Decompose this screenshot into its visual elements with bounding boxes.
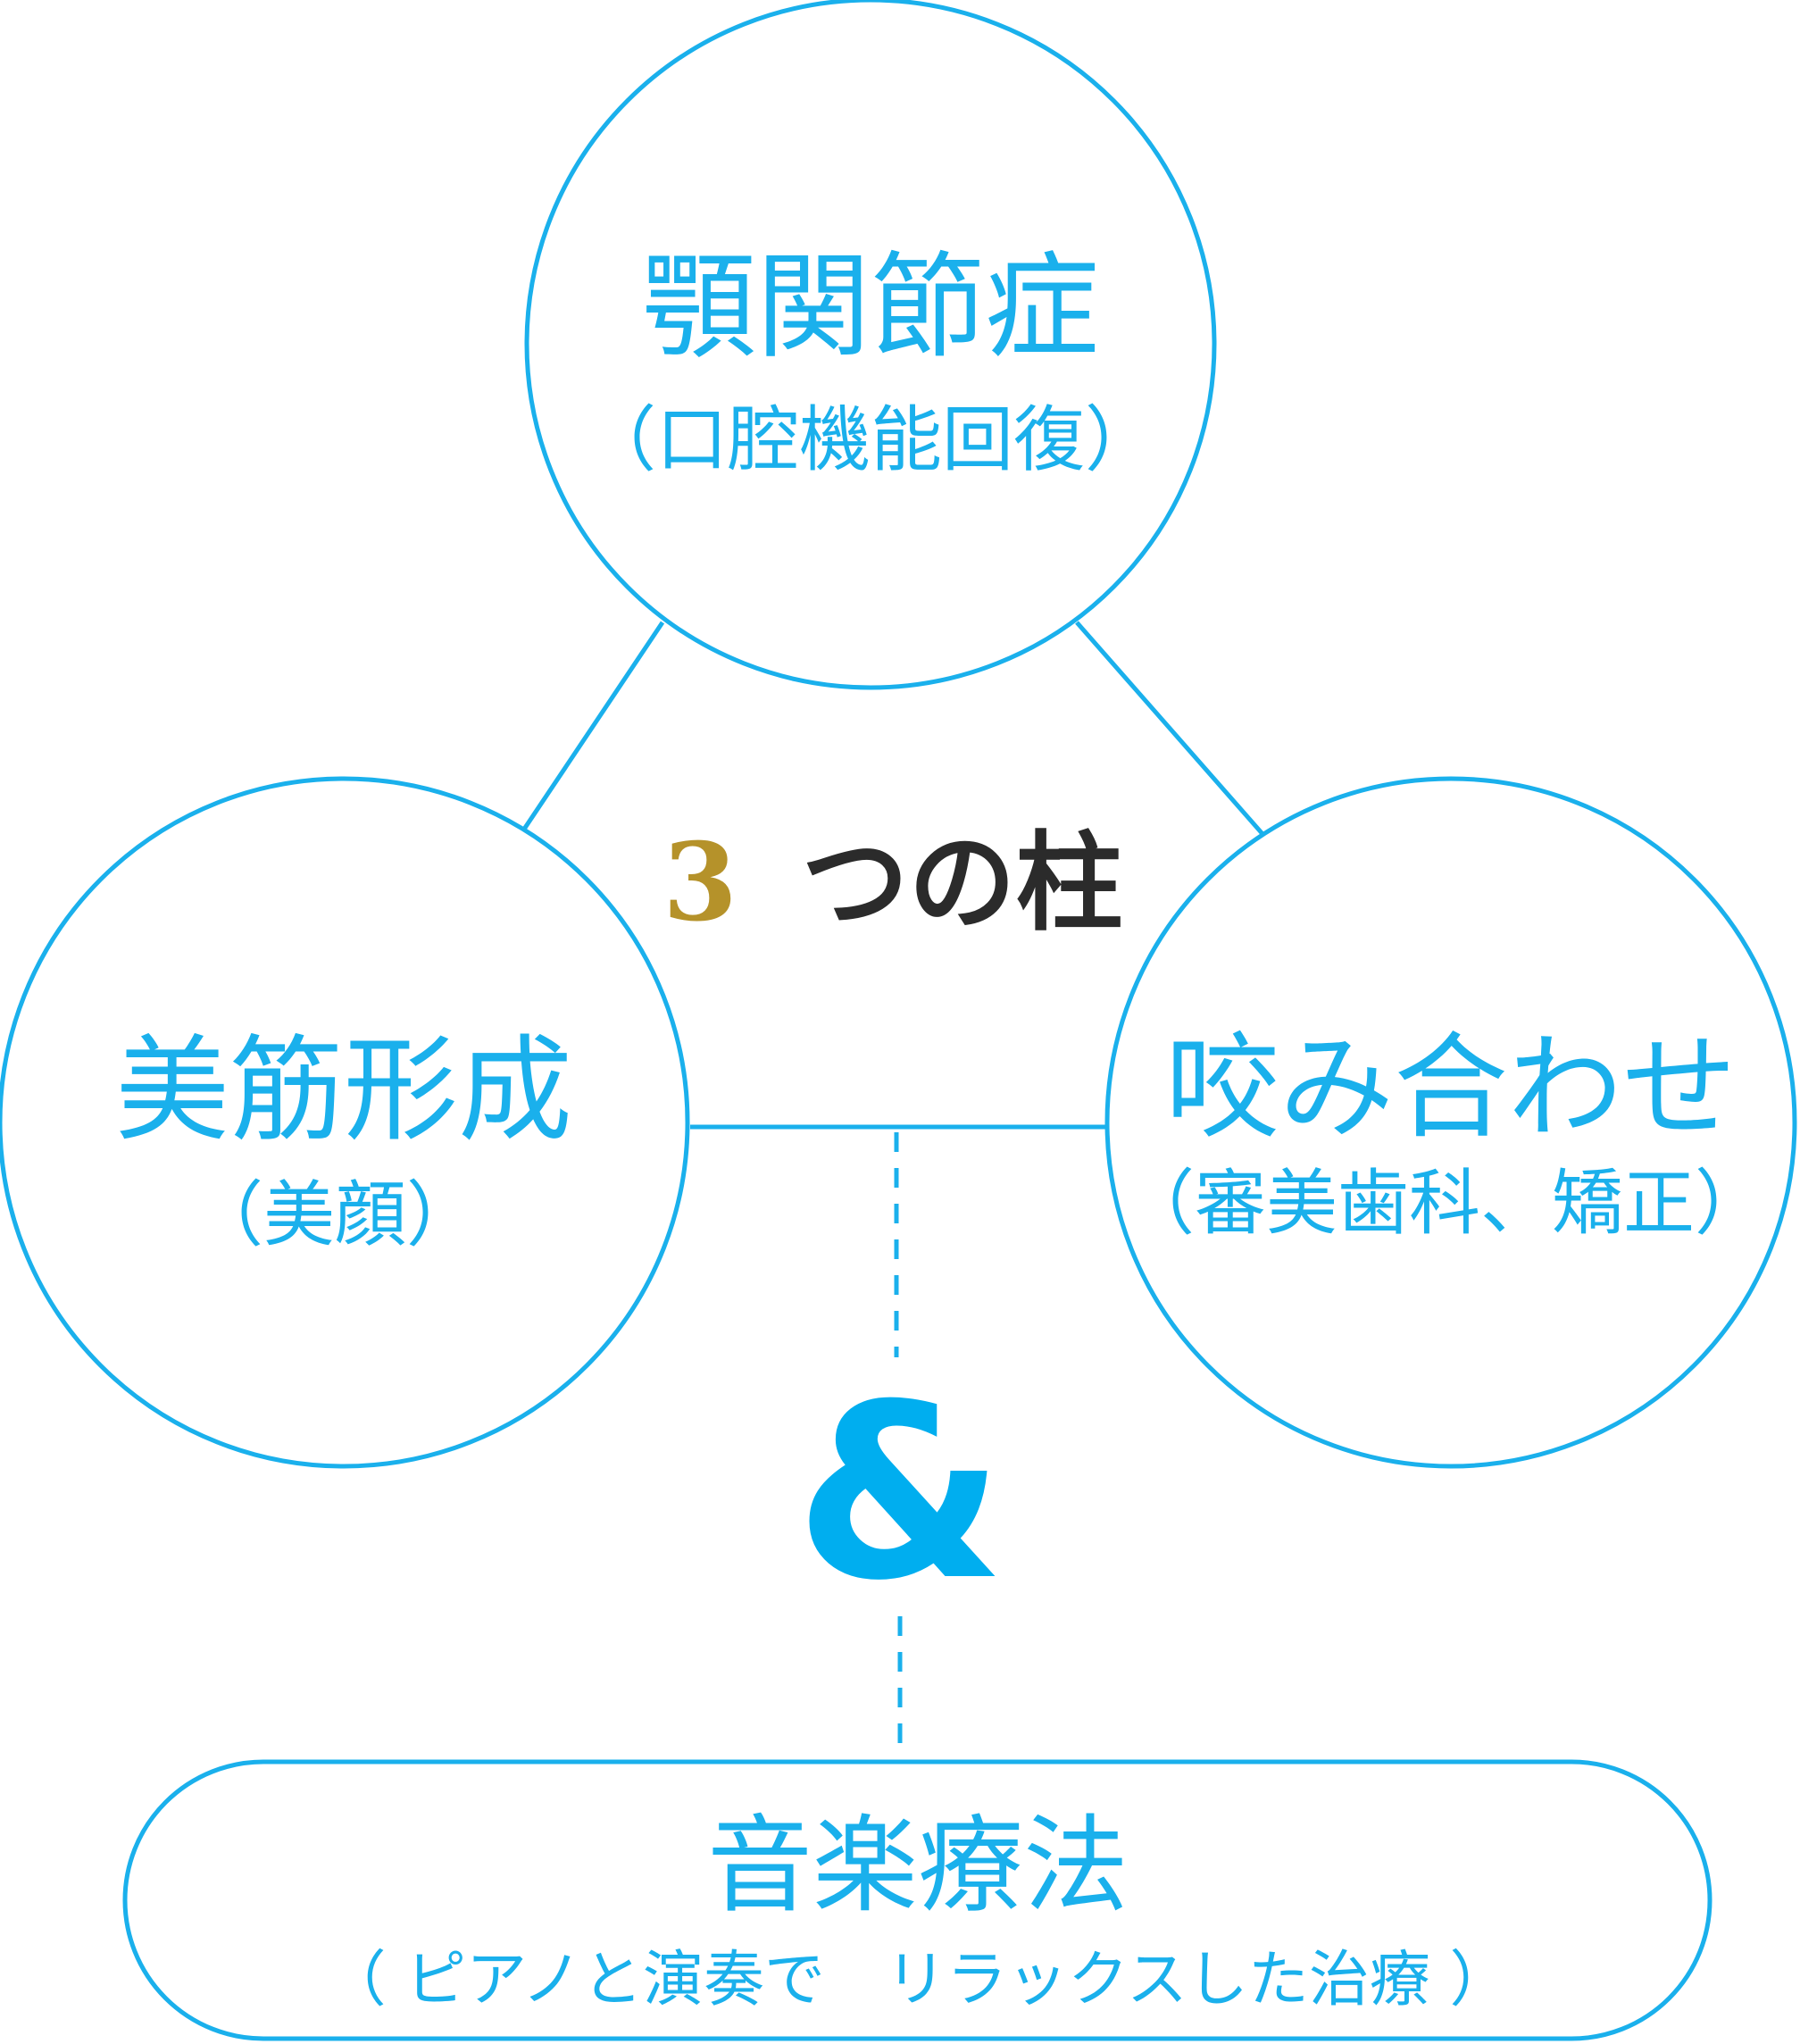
circle-left bbox=[0, 776, 690, 1469]
pill-bottom bbox=[122, 1759, 1712, 2041]
left-subtitle: （美顔） bbox=[192, 1173, 478, 1256]
circle-right bbox=[1104, 776, 1797, 1469]
bottom-title: 音楽療法 bbox=[707, 1804, 1129, 1927]
left-title: 美筋形成 bbox=[115, 1024, 572, 1157]
center-number: 3 bbox=[662, 820, 738, 946]
top-subtitle: （口腔機能回復） bbox=[585, 398, 1156, 481]
center-label: 3 つの柱 bbox=[662, 820, 1122, 946]
right-title: 咬み合わせ bbox=[1165, 1022, 1737, 1155]
connector-top-right bbox=[1075, 621, 1265, 837]
ampersand-symbol: & bbox=[795, 1352, 1004, 1633]
right-subtitle: （審美歯科、矯正） bbox=[1123, 1162, 1766, 1245]
connector-top-left bbox=[521, 621, 665, 832]
top-title: 顎関節症 bbox=[642, 241, 1099, 374]
center-text: つの柱 bbox=[802, 820, 1123, 946]
circle-top bbox=[524, 0, 1217, 690]
bottom-subtitle: （ ピアノと演奏で リラックスした治療 ） bbox=[325, 1945, 1510, 2015]
